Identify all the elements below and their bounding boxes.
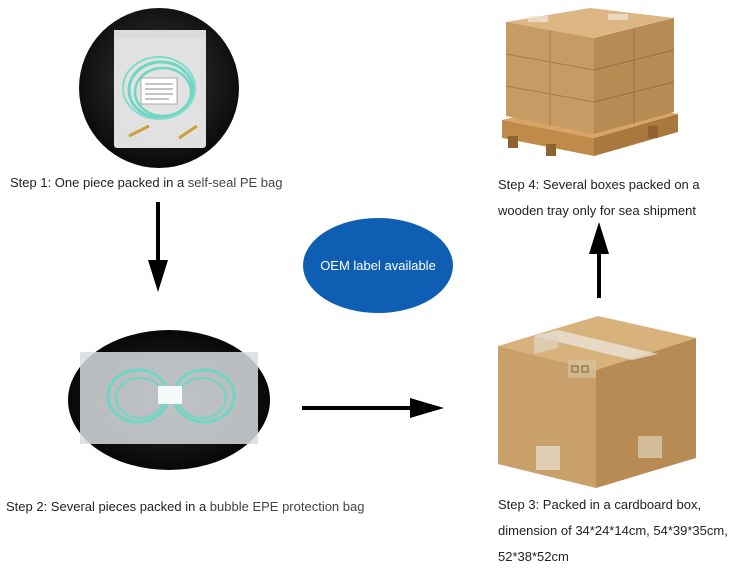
arrow-up-icon	[589, 222, 609, 298]
step-2-caption: Step 2: Several pieces packed in a bubbl…	[6, 499, 365, 514]
cardboard-box-photo	[498, 316, 696, 488]
arrow-down-icon	[148, 202, 168, 292]
step-3-caption: Step 3: Packed in a cardboard box, dimen…	[498, 497, 728, 564]
pe-bag-photo	[79, 8, 239, 168]
step-1-caption: Step 1: One piece packed in a self-seal …	[10, 175, 283, 190]
bubble-bag-photo	[68, 330, 270, 470]
oem-badge: OEM label available	[303, 218, 453, 313]
pallet-boxes-photo	[502, 8, 678, 156]
arrow-right-icon	[302, 398, 444, 418]
step-4-caption: Step 4: Several boxes packed on a wooden…	[498, 177, 700, 218]
